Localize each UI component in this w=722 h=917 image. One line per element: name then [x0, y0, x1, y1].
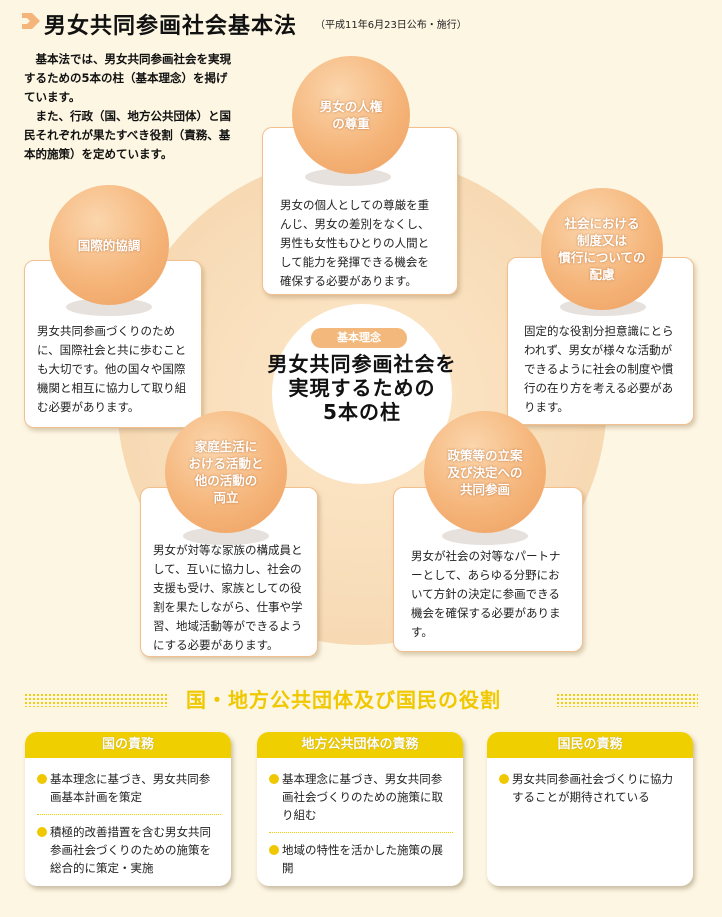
pillar-ball-family-balance: 家庭生活に おける活動と 他の活動の 両立	[165, 411, 287, 533]
role-heading: 地方公共団体の責務	[257, 732, 463, 758]
pillar-title-line: 家庭生活に	[194, 439, 258, 454]
role-heading: 国民の責務	[487, 732, 693, 758]
role-item: 男女共同参画社会づくりに協力することが期待されている	[499, 766, 683, 814]
dotted-ornament-right	[556, 693, 698, 707]
center-title-line: 男女共同参画社会を	[267, 352, 457, 376]
ball-shadow	[66, 298, 152, 316]
role-card-local-government: 地方公共団体の責務 基本理念に基づき、男女共同参画社会づくりのための施策に取り組…	[257, 732, 463, 886]
bullet-icon	[499, 774, 509, 784]
role-item-text: 地域の特性を活かした施策の展開	[282, 843, 443, 875]
role-item-text: 基本理念に基づき、男女共同参画社会づくりのための施策に取り組む	[282, 772, 443, 822]
pillar-card-social-systems	[507, 257, 694, 425]
bullet-icon	[37, 827, 47, 837]
title-arrow-icon	[22, 13, 40, 29]
pillar-title-line: 及び決定への	[447, 464, 523, 480]
pillar-title-line: 他の活動の	[194, 473, 258, 488]
basic-principle-badge: 基本理念	[311, 328, 407, 348]
pillar-title-line: 国際的協調	[77, 237, 141, 253]
pillar-text-international: 男女共同参画づくりのために、国際社会と共に歩むことも大切です。他の国々や国際機関…	[37, 324, 187, 414]
intro-text: 基本法では、男女共同参画社会を実現するための5本の柱（基本理念）を掲げています。…	[24, 50, 234, 164]
pillar-title-line: おける活動と	[188, 456, 264, 471]
role-item-text: 積極的改善措置を含む男女共同参画社会づくりのための施策を総合的に策定・実施	[50, 825, 211, 875]
role-heading: 国の責務	[25, 732, 231, 758]
dotted-ornament-left	[24, 693, 168, 707]
pillar-ball-social-systems: 社会における 制度又は 慣行についての 配慮	[541, 188, 663, 310]
role-item: 基本理念に基づき、男女共同参画社会づくりのための施策に取り組む	[269, 766, 453, 832]
pillar-ball-international: 国際的協調	[49, 185, 169, 305]
center-title: 男女共同参画社会を 実現するための 5本の柱	[222, 352, 502, 424]
center-title-line: 実現するための	[288, 376, 436, 400]
ball-shadow	[442, 527, 528, 545]
bullet-icon	[269, 845, 279, 855]
center-title-line: 5本の柱	[323, 400, 401, 424]
ball-shadow	[183, 527, 269, 545]
ball-shadow	[305, 168, 391, 186]
pillar-title-line: 共同参画	[459, 481, 510, 497]
pillar-title-line: 政策等の立案	[447, 447, 523, 463]
pillar-text-family-balance: 男女が対等な家族の構成員として、互いに協力し、社会の支援も受け、家族としての役割…	[153, 543, 303, 652]
pillar-ball-policy-participation: 政策等の立案 及び決定への 共同参画	[424, 411, 546, 533]
pillar-title-line: の尊重	[332, 116, 370, 131]
pillar-title-line: 社会における	[564, 216, 640, 231]
role-item: 積極的改善措置を含む男女共同参画社会づくりのための施策を総合的に策定・実施	[37, 814, 221, 885]
page-title: 男女共同参画社会基本法	[44, 14, 298, 39]
pillar-title-line: 制度又は	[576, 233, 627, 248]
pillar-title-line: 配慮	[589, 267, 615, 282]
intro-paragraph: 基本法では、男女共同参画社会を実現するための5本の柱（基本理念）を掲げています。	[24, 52, 231, 104]
pillar-title-line: 慣行についての	[558, 250, 646, 265]
pillar-text-social-systems: 固定的な役割分担意識にとらわれず、男女が様々な活動ができるように社会の制度や慣行…	[524, 324, 674, 414]
role-item-text: 男女共同参画社会づくりに協力することが期待されている	[512, 772, 673, 804]
pillar-title-line: 男女の人権	[319, 99, 383, 114]
intro-paragraph: また、行政（国、地方公共団体）と国民それぞれが果たすべき役割（責務、基本的施策）…	[24, 109, 231, 161]
role-item: 基本理念に基づき、男女共同参画基本計画を策定	[37, 766, 221, 814]
pillar-title-line: 両立	[213, 490, 239, 505]
role-card-national: 国の責務 基本理念に基づき、男女共同参画基本計画を策定 積極的改善措置を含む男女…	[25, 732, 231, 886]
bullet-icon	[37, 774, 47, 784]
pillar-text-policy-participation: 男女が社会の対等なパートナーとして、あらゆる分野において方針の決定に参画できる機…	[411, 549, 561, 639]
bullet-icon	[269, 774, 279, 784]
pillar-card-policy-participation	[393, 487, 583, 652]
role-item-text: 基本理念に基づき、男女共同参画基本計画を策定	[50, 772, 211, 804]
role-card-citizens: 国民の責務 男女共同参画社会づくりに協力することが期待されている	[487, 732, 693, 886]
enactment-note: （平成11年6月23日公布・施行）	[315, 20, 467, 31]
role-item: 地域の特性を活かした施策の展開	[269, 832, 453, 885]
pillar-text-human-rights: 男女の個人としての尊厳を重んじ、男女の差別をなくし、男性も女性もひとりの人間とし…	[280, 198, 430, 288]
pillar-ball-human-rights: 男女の人権 の尊重	[292, 56, 410, 174]
roles-title: 国・地方公共団体及び国民の役割	[186, 688, 501, 712]
